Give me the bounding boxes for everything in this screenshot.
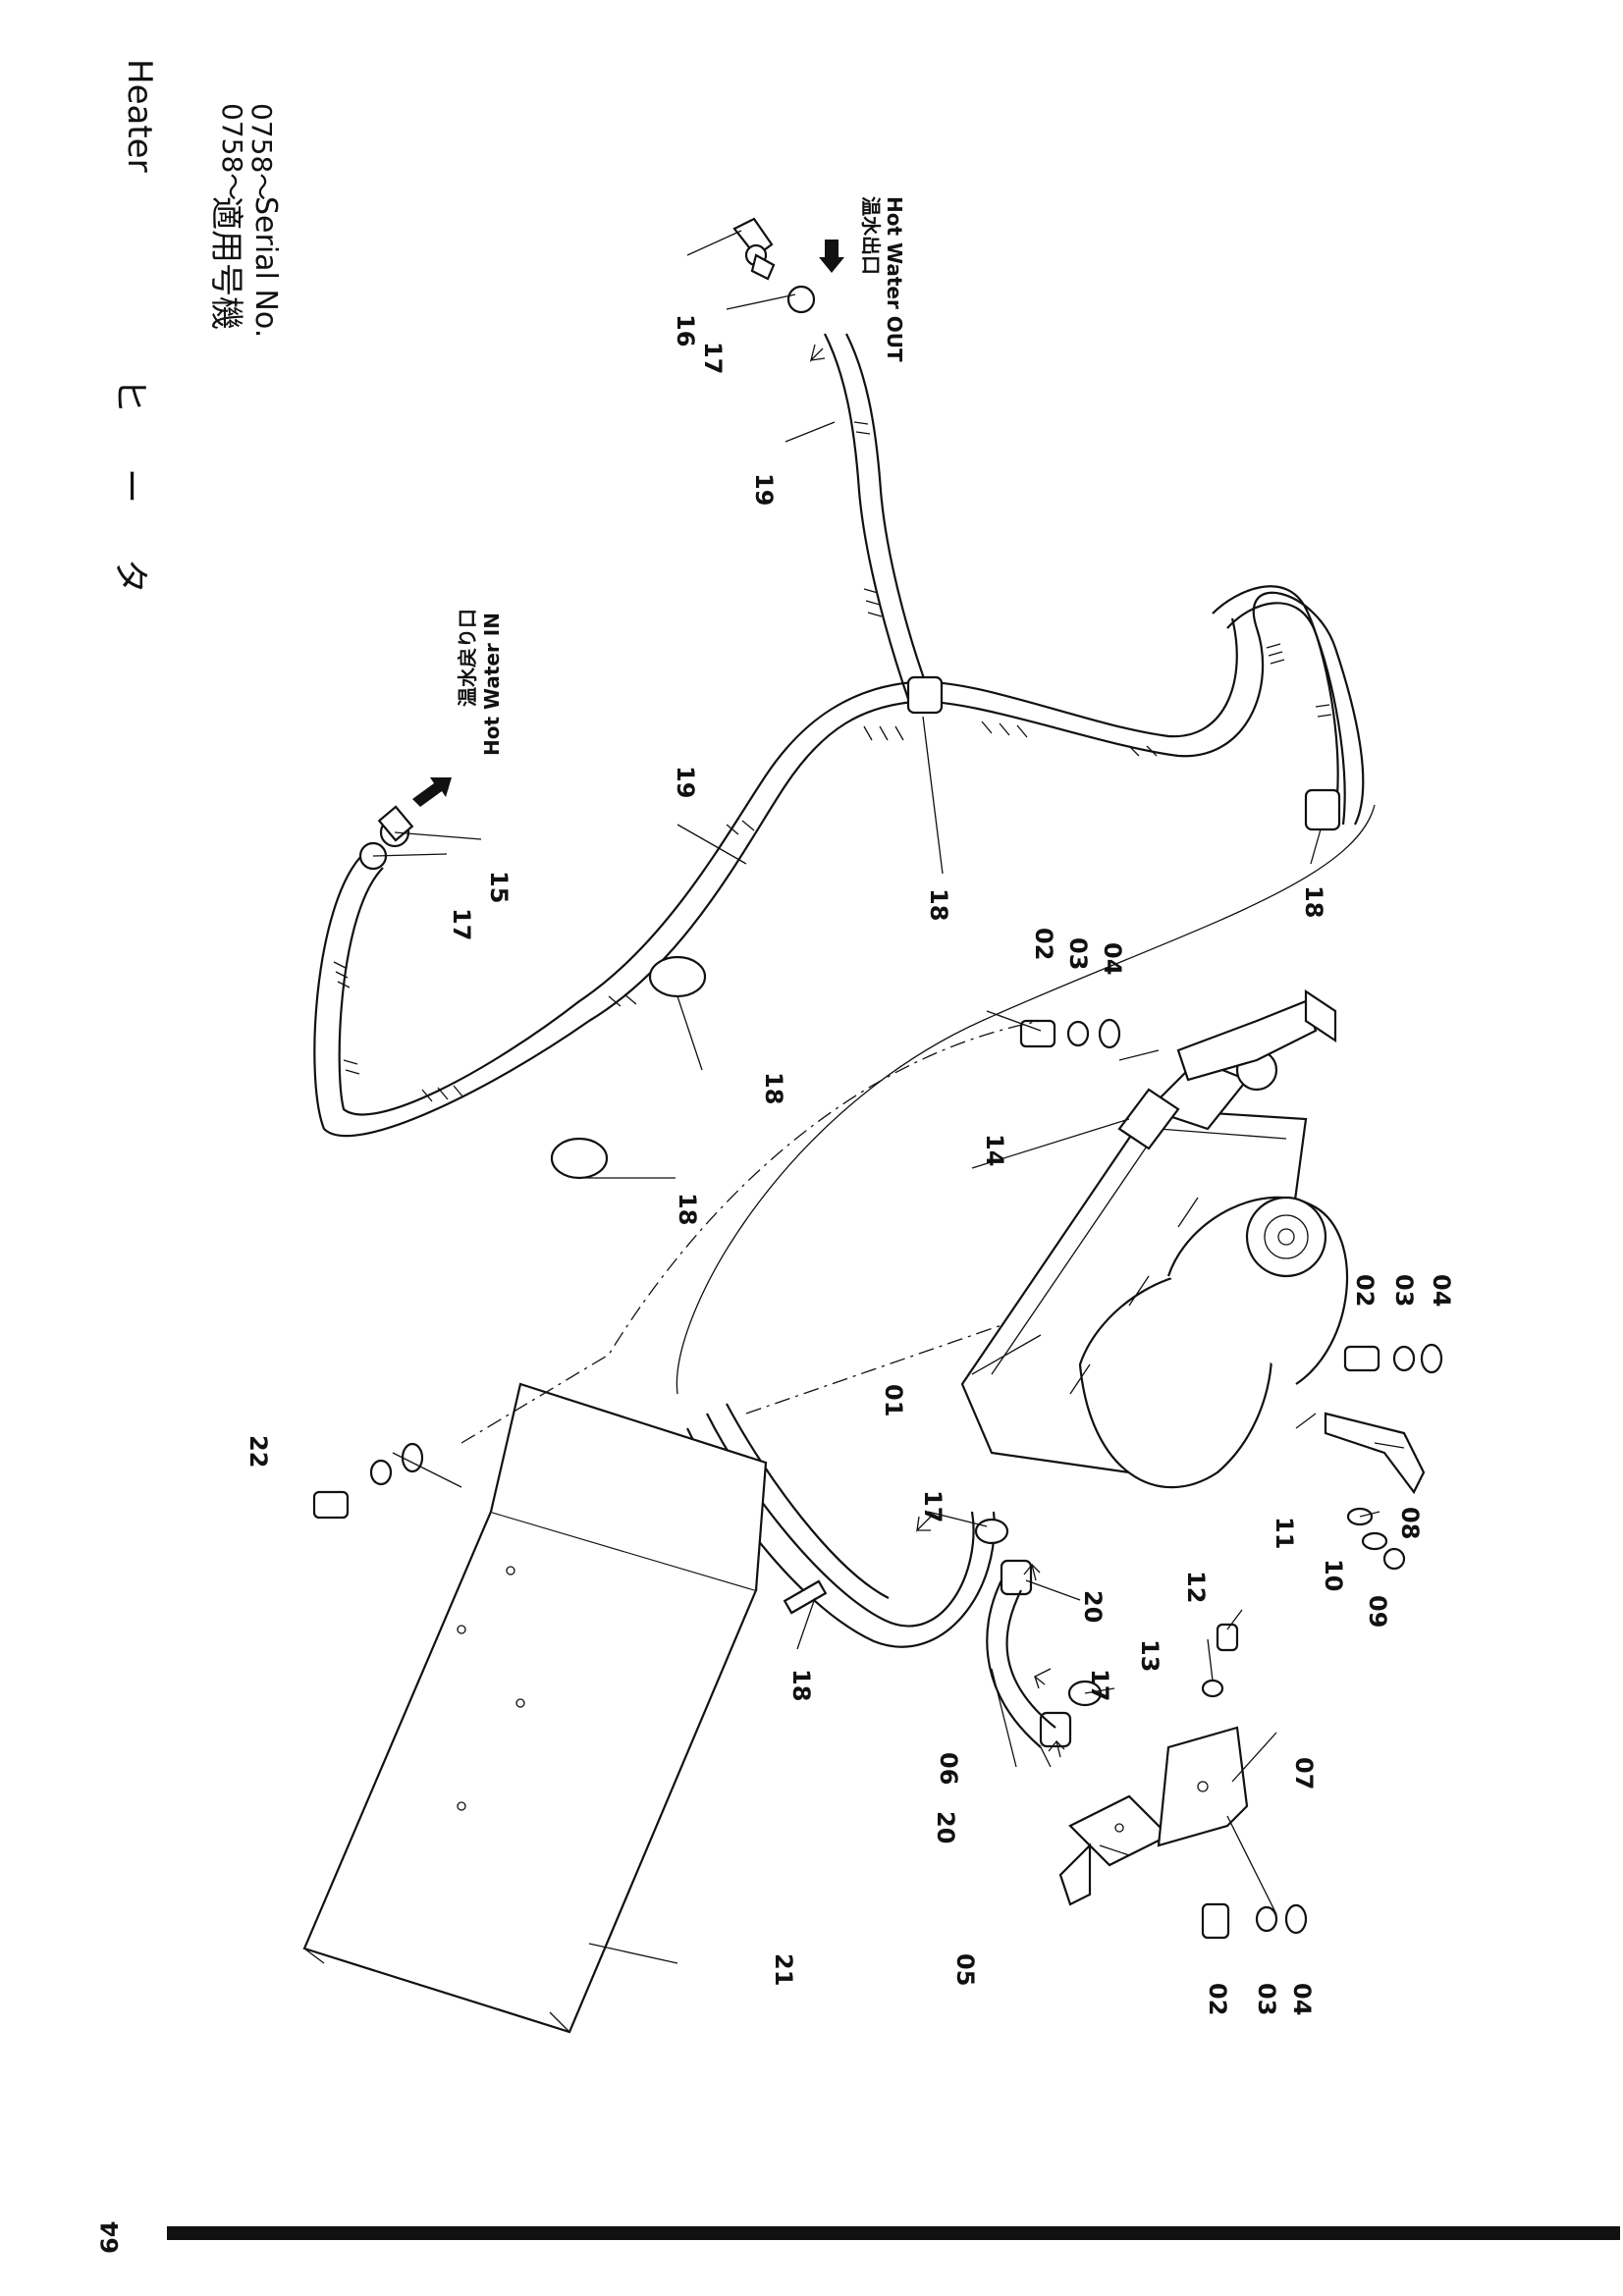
leader-lines [372,230,1405,1964]
hot-water-out-label-ja: 温水出口 [859,196,883,275]
page-bottom-rule [167,2226,1620,2240]
label-18-right-b: 18 [1300,885,1327,918]
page-number: 64 [96,2221,124,2254]
label-11: 11 [1271,1517,1298,1549]
label-03-right: 03 [1390,1274,1418,1307]
label-18-mid: 18 [760,1072,787,1104]
nut-09 [1382,1547,1406,1571]
label-20-upper: 20 [1079,1590,1107,1623]
label-04-upper: 04 [1099,942,1126,975]
valve-16 [732,217,776,281]
pipe-06 [986,1579,1056,1748]
band-17-a [786,285,816,314]
washer-13 [1201,1679,1224,1698]
bolt-set-right [1343,1343,1443,1374]
label-15: 15 [485,871,513,903]
label-04-right: 04 [1428,1274,1455,1307]
label-14: 14 [981,1134,1008,1166]
clamp-18-e [783,1579,828,1615]
label-22: 22 [244,1435,272,1468]
cover-21 [302,1382,768,2034]
label-07: 07 [1290,1757,1318,1789]
bolt-set-upper [1019,1018,1121,1049]
label-18-low: 18 [787,1669,815,1701]
label-04-lower: 04 [1288,1983,1316,2015]
label-20-lower: 20 [932,1811,959,1843]
label-17-top: 17 [699,342,727,374]
washer-10 [1361,1531,1388,1551]
label-06: 06 [935,1752,962,1785]
pipe-fitting-20-a [1000,1559,1033,1596]
label-19-top: 19 [750,473,778,506]
label-09: 09 [1364,1595,1391,1628]
clamp-18-a [550,1137,609,1180]
label-17-in: 17 [448,908,475,940]
label-01: 01 [880,1384,907,1416]
bracket-14 [1117,1088,1180,1150]
label-18-left: 18 [674,1193,701,1225]
label-02-upper: 02 [1030,928,1057,960]
hose-braid-marks [333,421,1332,1102]
hot-water-out-arrow-icon [819,240,844,273]
label-03-lower: 03 [1253,1983,1280,2015]
bracket-07 [1157,1726,1249,1847]
label-02-lower: 02 [1204,1983,1231,2015]
band-17-c [974,1518,1009,1545]
label-17-mid: 17 [919,1490,947,1522]
label-12: 12 [1182,1571,1210,1603]
label-03-upper: 03 [1064,937,1092,970]
hot-water-out-label-en: Hot Water OUT [883,196,906,362]
hose-end-15 [377,805,414,848]
screw-12 [1216,1623,1239,1652]
label-08: 08 [1396,1507,1424,1539]
bolt-22 [312,1442,424,1520]
hot-water-in-label-ja: 温水戻り口 [456,609,479,707]
label-21: 21 [770,1953,797,1986]
label-10: 10 [1320,1559,1347,1591]
bracket-upper [1176,988,1337,1082]
label-13: 13 [1136,1639,1163,1672]
clamp-18-d [1304,788,1341,831]
label-19-mid: 19 [672,766,699,798]
hose-19 [313,333,1365,1138]
label-16: 16 [672,314,699,347]
heater-unit-01 [960,1048,1349,1489]
hot-water-in-arrow-icon [412,777,452,807]
label-02-right: 02 [1351,1274,1379,1307]
bracket-08 [1324,1412,1426,1495]
label-05: 05 [951,1953,979,1986]
hot-water-in-label-en: Hot Water IN [480,613,504,756]
clamp-18-b [648,955,707,998]
clamp-18-c [906,675,944,715]
label-18-right-a: 18 [925,888,952,921]
flow-arrows [809,344,1065,1758]
label-17-low: 17 [1086,1669,1113,1701]
bolt-set-lower [1201,1902,1308,1940]
